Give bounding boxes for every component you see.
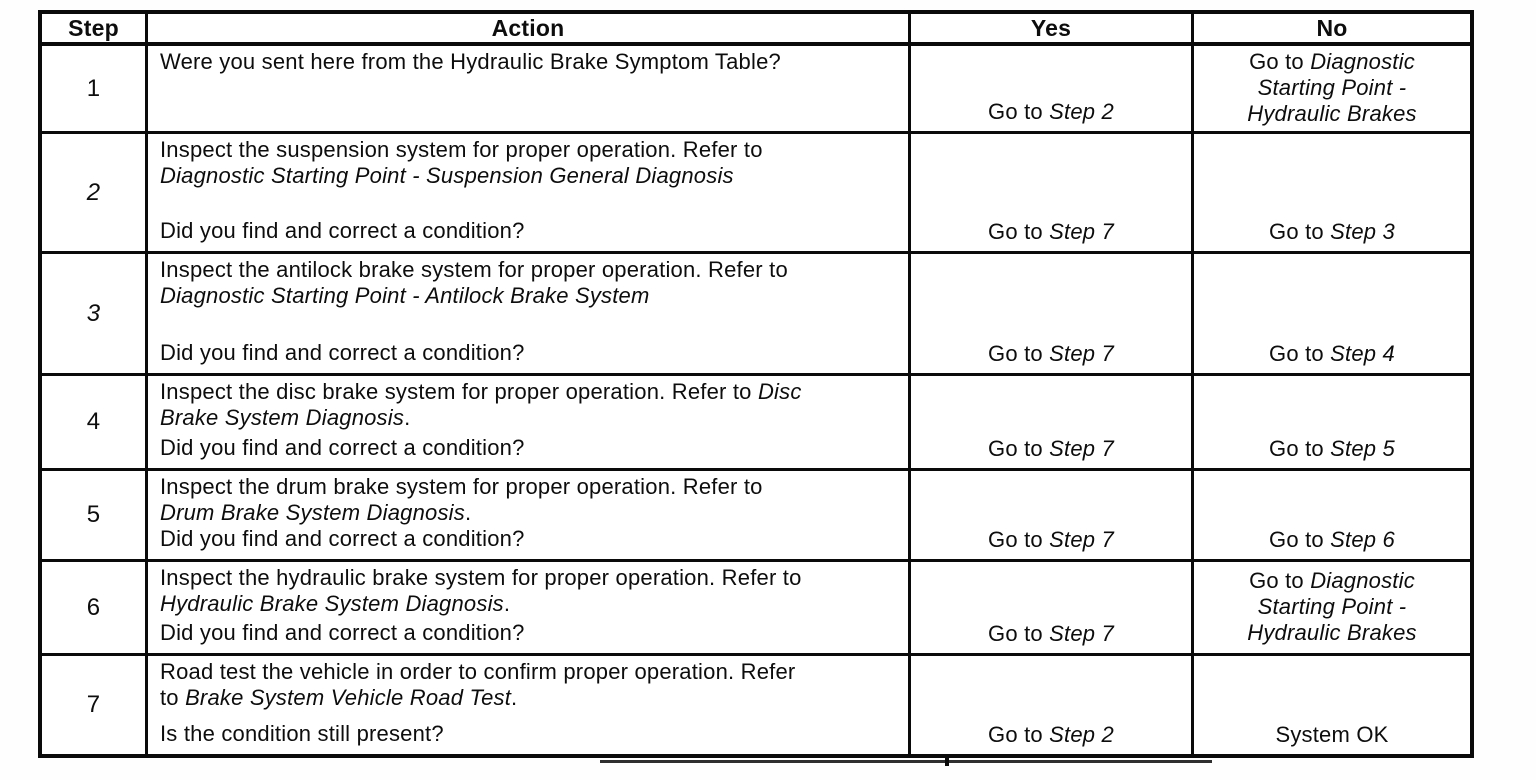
action-question: Did you find and correct a condition?	[160, 620, 525, 645]
no-text: Go to Step 3	[1269, 219, 1395, 244]
yes-text: Go to Step 7	[988, 341, 1114, 366]
step-number: 7	[86, 691, 101, 718]
step-cell-5: 5	[42, 471, 148, 562]
action-cell-2: Inspect the suspension system for proper…	[148, 134, 911, 254]
action-question	[160, 124, 896, 126]
step-cell-2: 2	[42, 134, 148, 254]
scan-artifact-line	[600, 760, 1212, 763]
action-text: Inspect the hydraulic brake system for p…	[160, 565, 802, 616]
no-cell-4: Go to Step 5	[1194, 376, 1470, 471]
action-text: Inspect the suspension system for proper…	[160, 137, 763, 188]
action-text: Inspect the antilock brake system for pr…	[160, 257, 788, 308]
step-cell-7: 7	[42, 656, 148, 754]
action-text: Inspect the drum brake system for proper…	[160, 474, 763, 525]
scan-artifact-tick	[945, 756, 949, 766]
yes-cell-1: Go to Step 2	[911, 46, 1194, 134]
yes-text: Go to Step 7	[988, 527, 1114, 552]
step-cell-6: 6	[42, 562, 148, 656]
yes-text: Go to Step 7	[988, 436, 1114, 461]
action-text: Were you sent here from the Hydraulic Br…	[160, 49, 781, 74]
step-number: 5	[86, 501, 101, 528]
action-cell-3: Inspect the antilock brake system for pr…	[148, 254, 911, 376]
step-cell-4: 4	[42, 376, 148, 471]
header-cell-yes: Yes	[911, 14, 1194, 46]
action-text: Road test the vehicle in order to confir…	[160, 659, 796, 710]
no-text: Go to Diagnostic Starting Point - Hydrau…	[1247, 567, 1417, 645]
action-cell-7: Road test the vehicle in order to confir…	[148, 656, 911, 754]
step-cell-1: 1	[42, 46, 148, 134]
yes-cell-5: Go to Step 7	[911, 471, 1194, 562]
diagnostic-table: Step Action Yes No 1 Were you sent here …	[38, 10, 1474, 758]
no-cell-2: Go to Step 3	[1194, 134, 1470, 254]
step-number: 3	[86, 299, 101, 327]
yes-cell-2: Go to Step 7	[911, 134, 1194, 254]
step-number: 4	[86, 408, 101, 435]
action-question: Did you find and correct a condition?	[160, 340, 525, 365]
no-cell-3: Go to Step 4	[1194, 254, 1470, 376]
header-yes-label: Yes	[1030, 15, 1072, 41]
yes-cell-3: Go to Step 7	[911, 254, 1194, 376]
action-question: Did you find and correct a condition?	[160, 435, 525, 460]
action-cell-4: Inspect the disc brake system for proper…	[148, 376, 911, 471]
yes-text: Go to Step 7	[988, 621, 1114, 646]
action-text: Inspect the disc brake system for proper…	[160, 379, 802, 430]
no-text: Go to Step 4	[1269, 341, 1395, 366]
yes-text: Go to Step 7	[988, 219, 1114, 244]
yes-cell-4: Go to Step 7	[911, 376, 1194, 471]
header-action-label: Action	[491, 15, 565, 41]
yes-cell-7: Go to Step 2	[911, 656, 1194, 754]
action-question: Is the condition still present?	[160, 721, 444, 746]
action-question: Did you find and correct a condition?	[160, 526, 525, 551]
yes-cell-6: Go to Step 7	[911, 562, 1194, 656]
step-cell-3: 3	[42, 254, 148, 376]
step-number: 2	[86, 178, 101, 206]
yes-text: Go to Step 2	[988, 99, 1114, 124]
no-text: Go to Diagnostic Starting Point - Hydrau…	[1247, 48, 1417, 126]
header-step-label: Step	[68, 15, 119, 41]
no-cell-1: Go to Diagnostic Starting Point - Hydrau…	[1194, 46, 1470, 134]
action-question: Did you find and correct a condition?	[160, 218, 525, 243]
header-cell-action: Action	[148, 14, 911, 46]
step-number: 6	[86, 593, 101, 621]
no-cell-6: Go to Diagnostic Starting Point - Hydrau…	[1194, 562, 1470, 656]
action-cell-1: Were you sent here from the Hydraulic Br…	[148, 46, 911, 134]
header-cell-no: No	[1194, 14, 1470, 46]
no-text: System OK	[1275, 722, 1389, 747]
header-cell-step: Step	[42, 14, 148, 46]
step-number: 1	[86, 74, 101, 102]
no-cell-5: Go to Step 6	[1194, 471, 1470, 562]
no-cell-7: System OK	[1194, 656, 1470, 754]
no-text: Go to Step 6	[1269, 527, 1395, 552]
header-no-label: No	[1316, 15, 1348, 41]
action-cell-6: Inspect the hydraulic brake system for p…	[148, 562, 911, 656]
no-text: Go to Step 5	[1269, 436, 1395, 461]
action-cell-5: Inspect the drum brake system for proper…	[148, 471, 911, 562]
yes-text: Go to Step 2	[988, 722, 1114, 747]
